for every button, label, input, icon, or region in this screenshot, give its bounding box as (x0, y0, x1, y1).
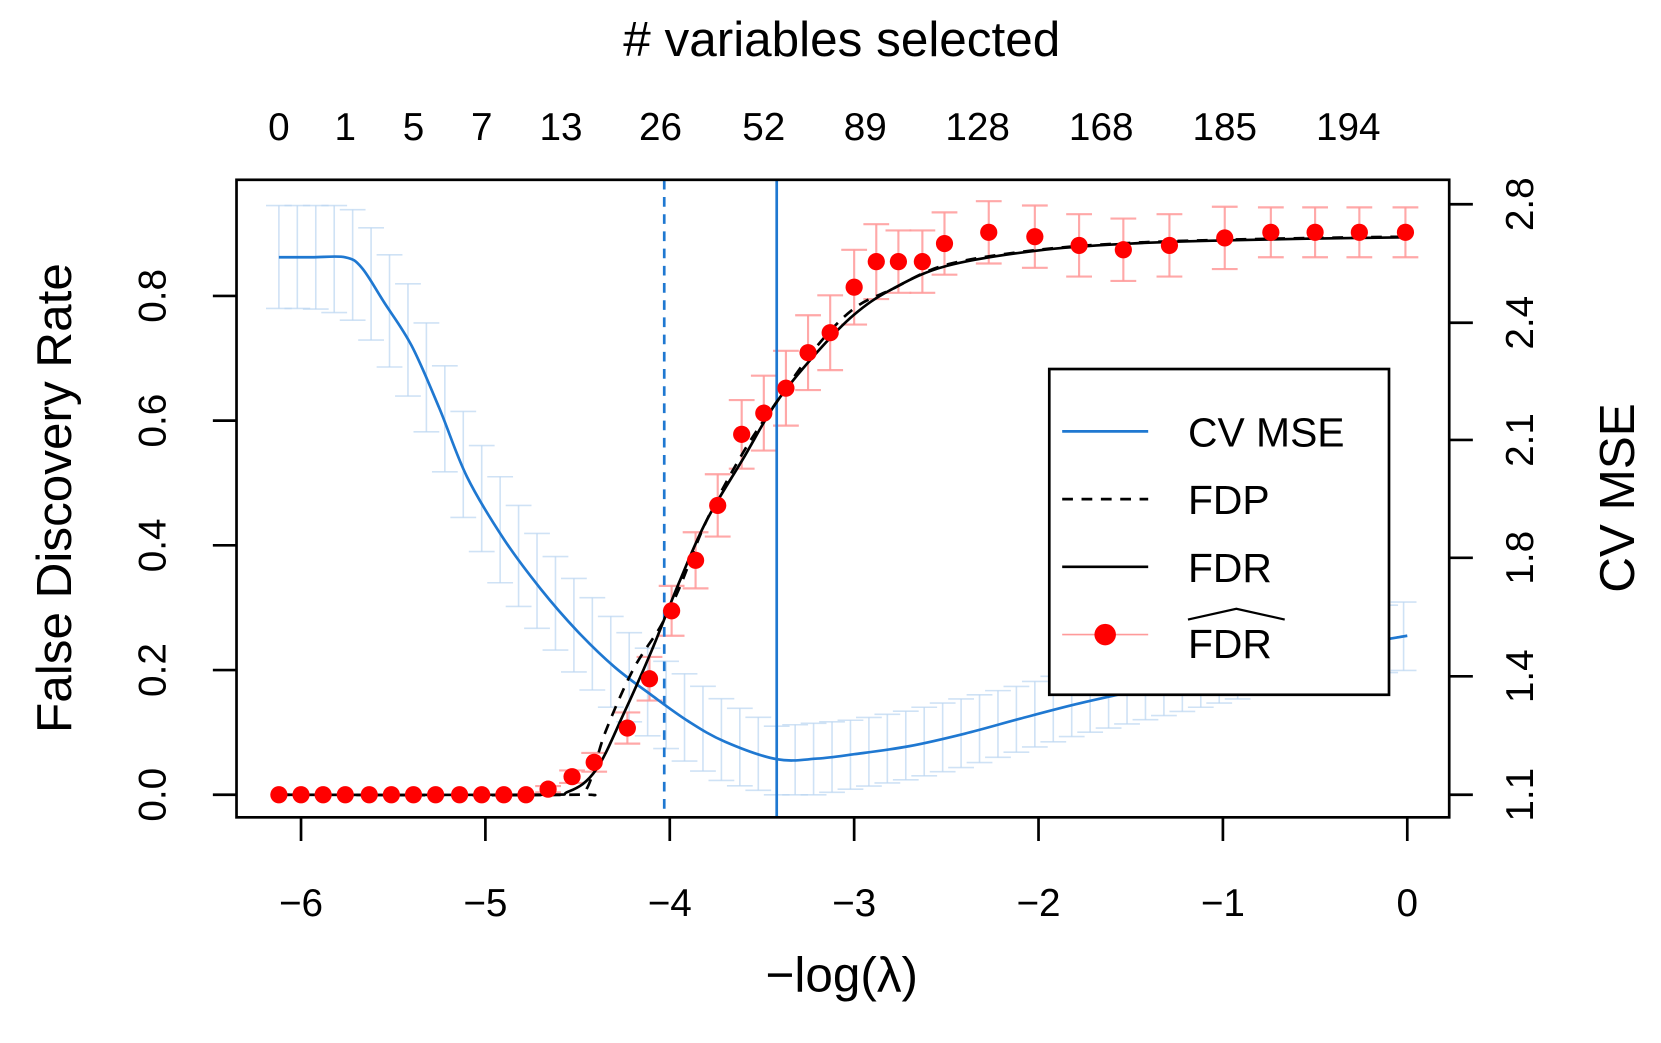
fdr-hat-point (709, 496, 727, 515)
y-right-axis-tick-label: 2.8 (1499, 177, 1542, 231)
fdr-hat-point (618, 719, 636, 737)
y-left-axis-tick-label: 0.4 (132, 518, 175, 572)
y-right-axis-tick-label: 2.1 (1499, 413, 1542, 467)
fdr-hat-point (1216, 229, 1234, 247)
fdr-line (278, 235, 1408, 797)
legend: CV MSE FDP FDR FDR (1047, 367, 1391, 697)
y-left-axis-ticks: 0.0 0.2 0.4 0.6 0.8 (132, 269, 237, 822)
y-right-axis-ticks: 1.1 1.4 1.8 2.1 2.4 2.8 (1449, 177, 1542, 822)
y-left-axis-tick-label: 0.8 (132, 269, 175, 323)
x-axis-tick-label: −3 (832, 882, 876, 925)
fdr-hat-point (935, 234, 954, 253)
top-axis-tick-label: 185 (1192, 106, 1257, 149)
fdr-hat-point (980, 223, 998, 241)
fdr-hat-point (1350, 223, 1368, 241)
fdr-hat-point (1160, 236, 1179, 255)
fdr-hat-point (270, 786, 288, 804)
fdr-hat-point (733, 425, 751, 443)
x-axis-tick-label: −6 (279, 882, 323, 925)
fdr-hat-point (1306, 223, 1324, 241)
y-right-axis-tick-label: 2.4 (1499, 296, 1542, 350)
fdr-hat-point (1070, 236, 1088, 255)
fdp-line (278, 235, 1408, 797)
fdr-hat-points (270, 223, 1415, 804)
fdr-hat-point (799, 344, 817, 362)
x-axis-tick-label: −5 (463, 882, 507, 925)
top-axis-tick-label: 194 (1316, 106, 1381, 149)
top-axis-tick-label: 52 (742, 106, 785, 149)
y-left-axis-title: False Discovery Rate (27, 263, 82, 733)
fdr-hat-point (913, 253, 931, 271)
fdr-hat-point (1262, 223, 1280, 241)
fdr-hat-point (382, 786, 400, 804)
top-axis-tick-label: 168 (1069, 106, 1134, 149)
x-axis-tick-label: −4 (648, 882, 692, 925)
y-left-axis-tick-label: 0.6 (132, 394, 175, 448)
fdr-hat-point (640, 670, 659, 688)
top-axis-tick-label: 7 (471, 106, 493, 149)
fdr-hat-point (1026, 228, 1044, 246)
fdr-hat-point (585, 753, 603, 771)
fdr-hat-point (777, 379, 795, 397)
legend-fdr-hat-swatch-dot (1094, 623, 1116, 646)
y-left-axis-tick-label: 0.0 (132, 768, 175, 822)
legend-cv-mse-label: CV MSE (1188, 409, 1345, 455)
fdr-hat-point (450, 786, 469, 804)
fdr-hat-point (473, 786, 491, 804)
fdr-hat-point (1114, 241, 1132, 259)
fdr-hat-point (360, 786, 378, 804)
fdr-hat-point (539, 780, 557, 798)
top-axis-tick-label: 89 (844, 106, 887, 149)
top-axis-tick-label: 13 (539, 106, 582, 149)
legend-fdp-label: FDP (1188, 477, 1270, 523)
fdr-hat-point (663, 602, 681, 620)
fdr-hat-point (889, 253, 908, 271)
fdr-hat-point (1396, 223, 1415, 241)
top-axis-tick-label: 26 (639, 106, 682, 149)
fdr-hat-point (495, 786, 513, 804)
legend-fdr-hat-label: FDR (1188, 621, 1272, 667)
x-axis-tick-label: −2 (1016, 882, 1060, 925)
fdr-hat-point (867, 253, 885, 271)
top-axis-tick-label: 5 (403, 106, 425, 149)
x-axis-tick-label: −1 (1201, 882, 1245, 925)
x-axis-tick-label: 0 (1397, 882, 1419, 925)
fdr-hat-point (292, 786, 310, 804)
y-right-axis-title: CV MSE (1590, 403, 1645, 593)
fdr-hat-point (821, 324, 839, 342)
plot-frame (235, 178, 1451, 819)
x-axis-title: −log(λ) (766, 947, 919, 1002)
y-right-axis-tick-label: 1.1 (1499, 768, 1542, 822)
top-axis-tick-label: 1 (335, 106, 357, 149)
fdr-hat-point (314, 786, 332, 804)
top-axis-tick-label: 128 (945, 106, 1010, 149)
fdr-hat-point (517, 786, 535, 804)
fdr-hat-point (755, 404, 773, 422)
y-right-axis-tick-label: 1.8 (1499, 531, 1542, 585)
fdr-hat-point (427, 786, 445, 804)
fdr-hat-point (563, 768, 581, 786)
y-right-axis-tick-label: 1.4 (1499, 649, 1542, 703)
fdr-hat-point (686, 551, 705, 569)
legend-fdr-hat-accent (1187, 607, 1285, 621)
fdr-hat-point (845, 278, 863, 296)
top-axis-title: # variables selected (623, 12, 1060, 67)
fdr-hat-point (404, 786, 423, 804)
lambda-vertical-lines (662, 179, 779, 818)
legend-fdr-label: FDR (1188, 545, 1272, 591)
top-axis-ticks: 0 1 5 7 13 26 52 89 128 168 185 194 (268, 106, 1380, 149)
y-left-axis-tick-label: 0.2 (132, 643, 175, 697)
top-axis-tick-label: 0 (268, 106, 290, 149)
fdr-hat-point (336, 786, 354, 804)
x-axis-ticks: −6 −5 −4 −3 −2 −1 0 (279, 817, 1418, 925)
